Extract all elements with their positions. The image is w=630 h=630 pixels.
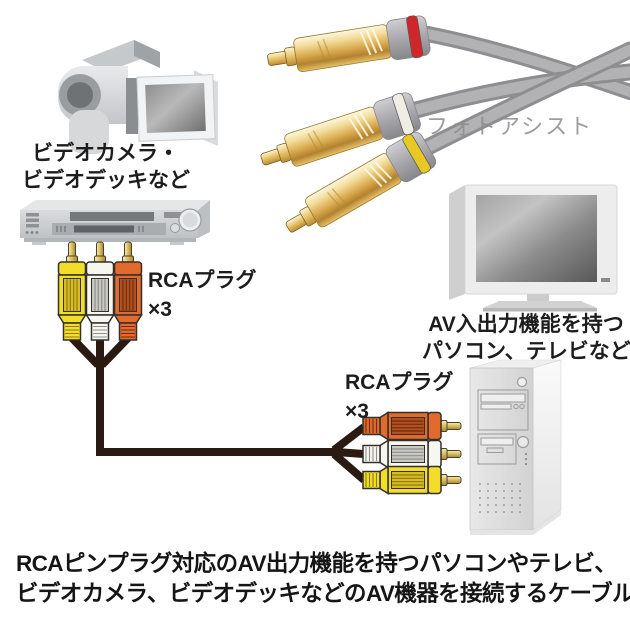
label-source-device-line1: ビデオカメラ・ [32, 142, 179, 165]
label-rca-plug-left-line2: ×3 [148, 298, 172, 321]
label-rca-plug-right-line1: RCAプラグ [345, 371, 454, 394]
plug-white-vertical [85, 241, 115, 341]
cable-path [69, 335, 367, 484]
rca-cable-photo [254, 12, 630, 248]
plug-yellow-vertical [57, 241, 87, 341]
caption-line1: RCAピンプラグ対応のAV出力機能を持つパソコンやテレビ、 [16, 551, 617, 576]
label-rca-plug-right: RCAプラグ ×3 [345, 368, 454, 426]
camcorder-illustration [58, 40, 218, 154]
rca-plugs-vertical [57, 241, 143, 341]
plug-orange-vertical [113, 241, 143, 341]
pc-tower-illustration [469, 359, 562, 535]
label-target-device-line2: パソコン、テレビなど [422, 340, 630, 363]
plug-white-horizontal [362, 439, 462, 469]
vcr-illustration [20, 200, 210, 245]
label-source-device-line2: ビデオデッキなど [22, 169, 190, 192]
label-rca-plug-right-line2: ×3 [345, 400, 369, 423]
label-rca-plug-left: RCAプラグ ×3 [148, 266, 257, 324]
plug-yellow-horizontal [362, 465, 462, 495]
photo-watermark: フォトアシスト [426, 115, 594, 140]
caption: RCAピンプラグ対応のAV出力機能を持つパソコンやテレビ、 ビデオカメラ、ビデオ… [16, 549, 630, 609]
label-target-device-line1: AV入出力機能を持つ [428, 313, 624, 336]
caption-line2: ビデオカメラ、ビデオデッキなどのAV機器を接続するケーブル [16, 581, 630, 606]
tv-illustration [449, 184, 618, 312]
label-source-device: ビデオカメラ・ ビデオデッキなど [22, 140, 190, 194]
label-rca-plug-left-line1: RCAプラグ [148, 269, 257, 292]
label-target-device: AV入出力機能を持つ パソコン、テレビなど [422, 311, 630, 365]
photo-connector-red [263, 12, 433, 82]
photo-cables [407, 26, 630, 156]
pc-vent-dots [479, 483, 521, 513]
